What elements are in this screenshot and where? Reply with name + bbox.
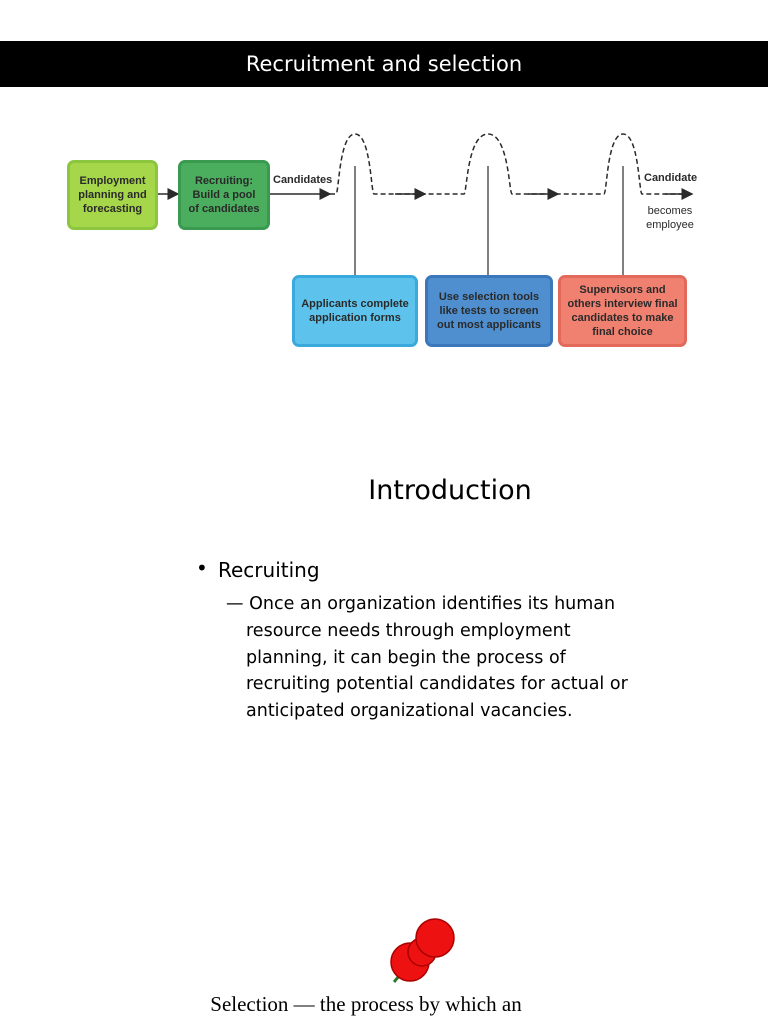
slide-title-bar: Recruitment and selection (0, 41, 768, 87)
flow-dashed-path (330, 133, 690, 195)
label-candidate: Candidate (644, 172, 698, 184)
footer-text: Selection — the process by which an (210, 992, 522, 1016)
slide-title: Recruitment and selection (245, 52, 523, 76)
flow-lines (158, 133, 694, 277)
stage-box-selection-tools: Use selection tools like tests to screen… (425, 275, 553, 347)
stage-label-applicants: Applicants complete application forms (301, 298, 409, 324)
label-candidates: Candidates (273, 174, 333, 186)
step-box-planning: Employment planning and forecasting (67, 160, 158, 230)
bullet-dot: • (196, 556, 208, 580)
step-label-recruiting: Recruiting: Build a pool of candidates (188, 175, 260, 215)
sub-bullet: — Once an organization identifies its hu… (226, 591, 646, 725)
stage-label-interview: Supervisors and others interview final c… (567, 284, 678, 338)
step-label-planning: Employment planning and forecasting (78, 175, 147, 215)
stage-box-interview: Supervisors and others interview final c… (558, 275, 687, 347)
bullet-text: Recruiting (218, 558, 320, 582)
sub-bullet-text: Once an organization identifies its huma… (246, 594, 628, 722)
stage-box-applicants: Applicants complete application forms (292, 275, 418, 347)
step-box-recruiting: Recruiting: Build a pool of candidates (178, 160, 270, 230)
section-heading: Introduction (368, 475, 532, 506)
stage-label-selection-tools: Use selection tools like tests to screen… (437, 291, 541, 331)
label-becomes-employee: becomes employee (646, 205, 694, 231)
sub-bullet-dash: — (226, 594, 244, 614)
pushpin-icon (380, 910, 460, 995)
recruitment-flow-diagram: Employment planning and forecasting Recr… (0, 120, 768, 360)
sub-bullet-paragraph: — Once an organization identifies its hu… (226, 591, 646, 725)
